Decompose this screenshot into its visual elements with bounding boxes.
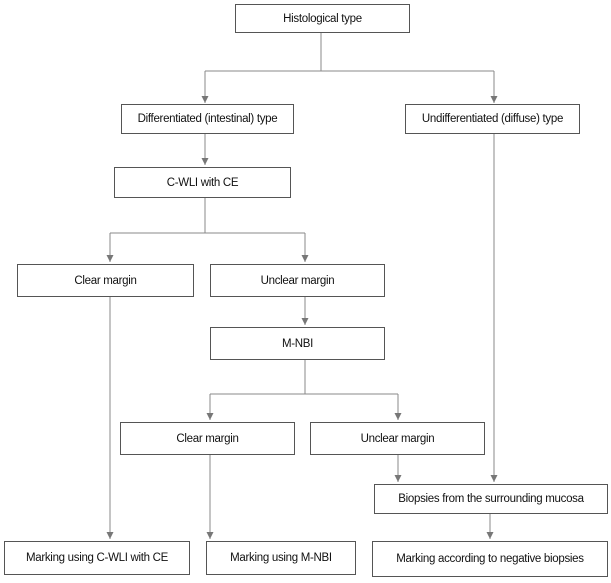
node-cwli-with-ce: C-WLI with CE — [114, 167, 291, 198]
node-label: Unclear margin — [260, 274, 335, 287]
node-undifferentiated-type: Undifferentiated (diffuse) type — [405, 104, 580, 134]
node-label: Undifferentiated (diffuse) type — [421, 113, 564, 125]
node-label: Biopsies from the surrounding mucosa — [398, 493, 584, 505]
node-clear-margin-2: Clear margin — [120, 422, 295, 455]
node-label: Histological type — [283, 12, 362, 25]
node-label: M-NBI — [281, 337, 314, 350]
node-label: Clear margin — [176, 432, 239, 445]
node-differentiated-type: Differentiated (intestinal) type — [121, 104, 294, 134]
node-label: C-WLI with CE — [166, 176, 239, 189]
node-unclear-margin-1: Unclear margin — [210, 264, 385, 297]
node-clear-margin-1: Clear margin — [17, 264, 194, 297]
node-marking-negative-biopsies: Marking according to negative biopsies — [372, 541, 608, 577]
node-mnbi: M-NBI — [210, 327, 385, 360]
node-label: Marking using C-WLI with CE — [25, 552, 169, 564]
node-marking-mnbi: Marking using M-NBI — [206, 541, 356, 575]
node-histological-type: Histological type — [235, 4, 410, 33]
node-label: Marking according to negative biopsies — [396, 553, 584, 565]
node-label: Clear margin — [74, 274, 137, 287]
node-marking-cwli: Marking using C-WLI with CE — [4, 541, 190, 575]
node-label: Differentiated (intestinal) type — [137, 113, 278, 125]
node-label: Unclear margin — [360, 432, 435, 445]
node-biopsies-surrounding-mucosa: Biopsies from the surrounding mucosa — [374, 484, 608, 514]
node-unclear-margin-2: Unclear margin — [310, 422, 485, 455]
node-label: Marking using M-NBI — [230, 552, 332, 564]
